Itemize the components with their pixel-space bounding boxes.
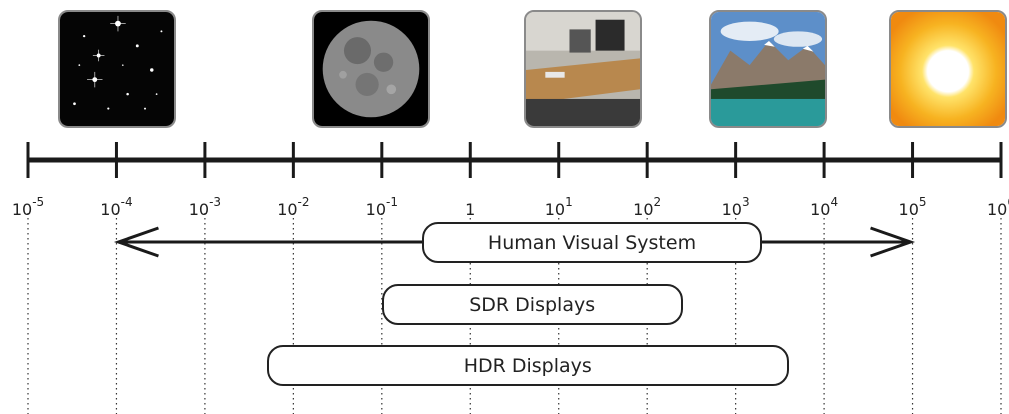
right-arrow-icon xyxy=(870,226,916,258)
tick-label: 102 xyxy=(633,195,661,219)
full-moon-image xyxy=(312,10,430,128)
tick-label: 10-5 xyxy=(12,195,44,219)
tick-label: 1 xyxy=(465,200,475,219)
tick-label: 103 xyxy=(722,195,750,219)
range-label: SDR Displays xyxy=(469,293,596,316)
tick-label: 106 xyxy=(987,195,1009,219)
tick-label: 10-4 xyxy=(100,195,132,219)
range-label: Human Visual System xyxy=(487,231,697,254)
range-hdr: HDR Displays xyxy=(266,345,789,386)
sun-image xyxy=(889,10,1007,128)
tick-label: 101 xyxy=(545,195,573,219)
tick-label: 10-1 xyxy=(366,195,398,219)
tick-label: 10-3 xyxy=(189,195,221,219)
range-sdr: SDR Displays xyxy=(381,284,683,325)
mountain-lake-image xyxy=(709,10,827,128)
office-desk-image xyxy=(524,10,642,128)
tick-label: 10-2 xyxy=(277,195,309,219)
left-arrow-icon xyxy=(113,226,159,258)
tick-label: 105 xyxy=(899,195,927,219)
range-label: HDR Displays xyxy=(463,354,592,377)
range-hvs: Human Visual System xyxy=(422,222,762,263)
tick-label: 104 xyxy=(810,195,838,219)
starfield-image xyxy=(58,10,176,128)
